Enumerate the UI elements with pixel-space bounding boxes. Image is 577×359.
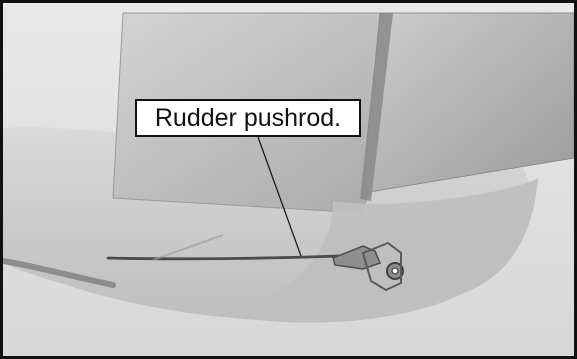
control-horn-hole xyxy=(392,268,398,274)
rudder-pushrod-callout: Rudder pushrod. xyxy=(135,99,361,137)
aircraft-tail-illustration xyxy=(3,3,574,356)
callout-label: Rudder pushrod. xyxy=(155,106,341,131)
